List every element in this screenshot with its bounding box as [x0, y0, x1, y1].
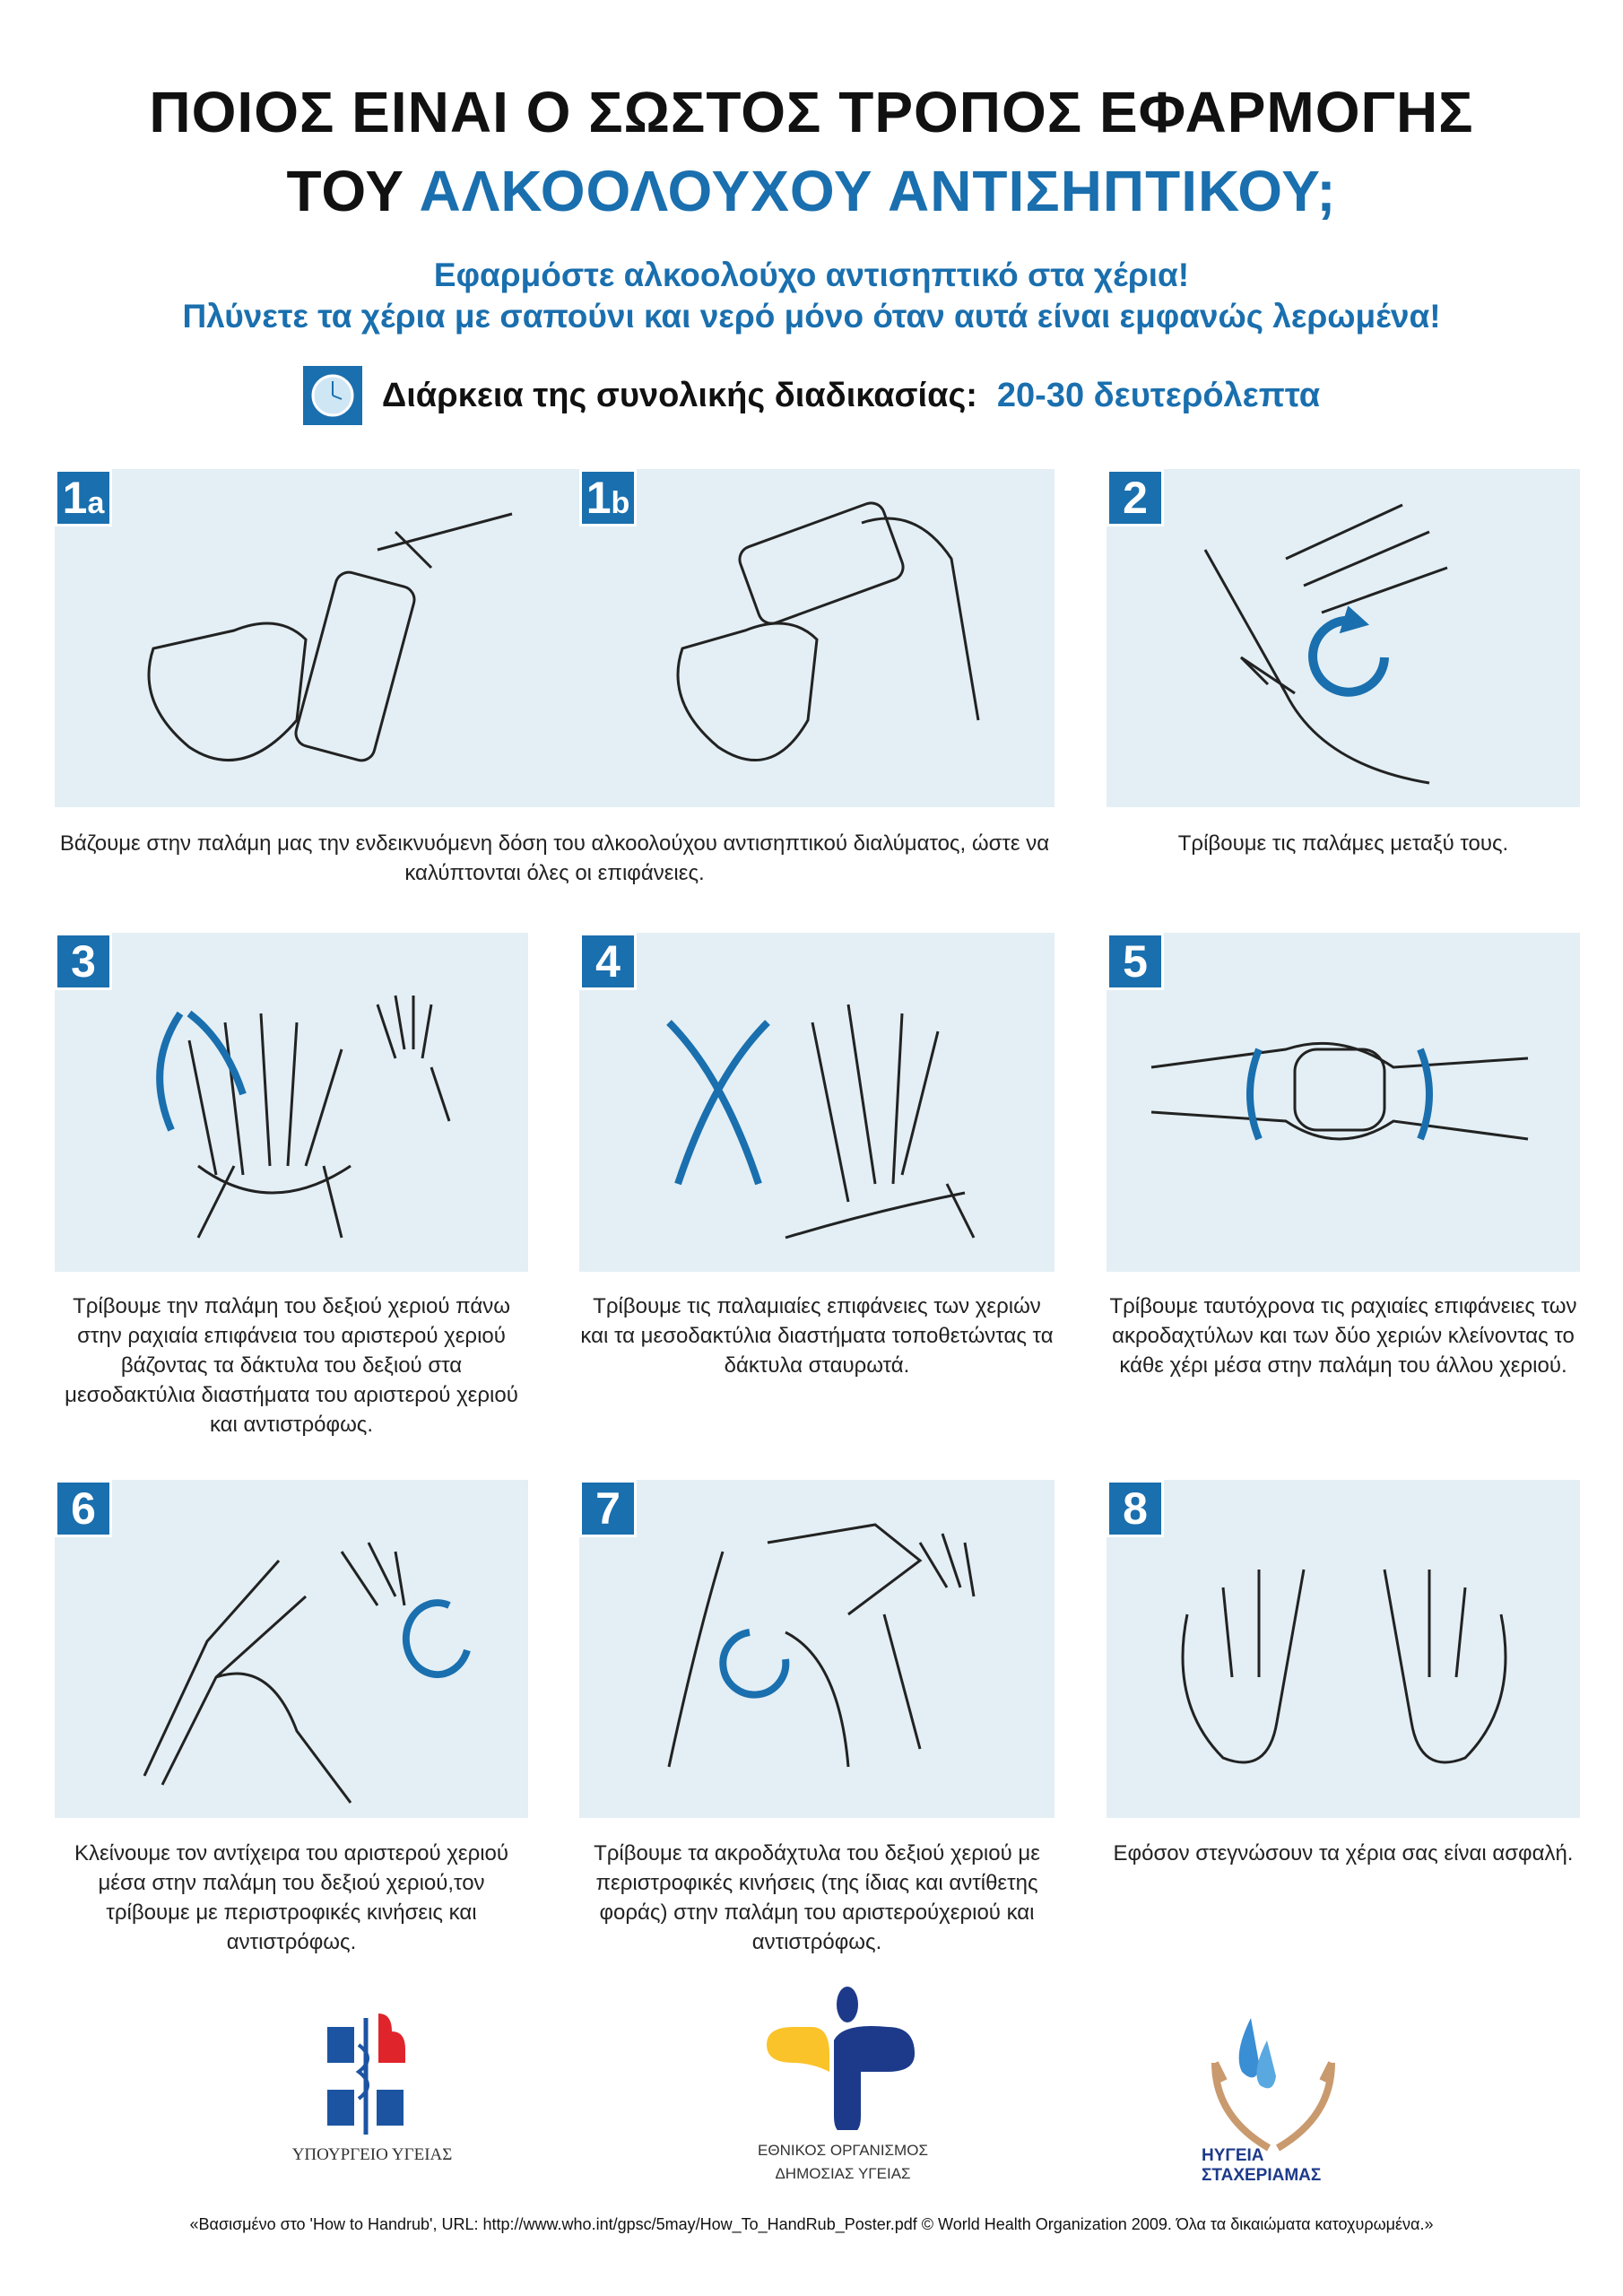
step-1-caption: Βάζουμε στην παλάμη μας την ενδεικνυόμεν… — [59, 831, 1050, 885]
step-4-illustration — [666, 1004, 976, 1239]
footer-attribution: «Βασισμένο στο 'How to Handrub', URL: ht… — [189, 2215, 1434, 2233]
duration-row: Διάρκεια της συνολικής διαδικασίας: 20-30… — [0, 366, 1623, 425]
ministry-of-health-logo — [327, 2013, 405, 2135]
step-2-caption: Τρίβουμε τις παλάμες μεταξύ τους. — [1177, 831, 1509, 856]
title-line-1: ΠΟΙΟΣ ΕΙΝΑΙ Ο ΣΩΣΤΟΣ ΤΡΟΠΟΣ ΕΦΑΡΜΟΓΗΣ — [149, 80, 1474, 144]
step-badge-2: 2 — [1107, 469, 1164, 526]
step-2-illustration — [1203, 503, 1448, 785]
hygiene-hands-logo — [1211, 2018, 1335, 2152]
title-prefix: ΤΟΥ — [286, 159, 420, 223]
step-badge-3: 3 — [55, 933, 112, 990]
duration-value: 20-30 δευτερόλεπτα — [996, 376, 1321, 414]
step-2-panel: 2 — [1107, 469, 1580, 807]
eody-logo — [767, 1987, 915, 2130]
title-line-2: ΤΟΥ ΑΛΚΟΟΛΟΥΧΟΥ ΑΝΤΙΣΗΠΤΙΚΟΥ; — [0, 158, 1623, 224]
title-highlight: ΑΛΚΟΟΛΟΥΧΟΥ ΑΝΤΙΣΗΠΤΙΚΟΥ; — [419, 159, 1337, 223]
step-7-caption: Τρίβουμε τα ακροδάχτυλα του δεξιού χεριο… — [594, 1841, 1040, 1954]
step-8-panel: 8 — [1107, 1480, 1580, 1818]
step-badge-5: 5 — [1107, 933, 1164, 990]
ministry-logo-text: ΥΠΟΥΡΓΕΙΟ ΥΓΕΙΑΣ — [291, 2145, 453, 2164]
subtitle-2: Πλύνετε τα χέρια με σαπούνι και νερό μόν… — [182, 298, 1441, 335]
step-5-caption: Τρίβουμε ταυτόχρονα τις ραχιαίες επιφάνε… — [1109, 1294, 1577, 1378]
step-8-illustration — [1181, 1569, 1507, 1764]
subtitle-1: Εφαρμόστε αλκοολούχο αντισηπτικό στα χέρ… — [433, 257, 1190, 293]
step-badge-8: 8 — [1107, 1480, 1164, 1537]
step-5-panel: 5 — [1107, 933, 1580, 1272]
step-badge-6: 6 — [55, 1480, 112, 1537]
step-6-panel: 6 — [55, 1480, 528, 1818]
step-4-caption: Τρίβουμε τις παλαμιαίες επιφάνειες των χ… — [580, 1294, 1054, 1378]
step-3-panel: 3 — [55, 933, 528, 1272]
step-7-panel: 7 — [579, 1480, 1055, 1818]
step-6-illustration — [143, 1542, 471, 1804]
step-6-caption: Κλείνουμε τον αντίχειρα του αριστερού χε… — [74, 1841, 509, 1954]
step-7-illustration — [667, 1523, 976, 1768]
step-3-illustration — [156, 995, 451, 1239]
step-badge-7: 7 — [579, 1480, 637, 1537]
duration-label: Διάρκεια της συνολικής διαδικασίας: — [381, 376, 977, 414]
step-5-illustration — [1150, 1041, 1529, 1141]
step-8-caption: Εφόσον στεγνώσουν τα χέρια σας είναι ασφ… — [1113, 1841, 1574, 1866]
step-4-panel: 4 — [579, 933, 1055, 1272]
step-1-illustration — [147, 501, 980, 762]
step-3-caption: Τρίβουμε την παλάμη του δεξιού χεριού πά… — [65, 1294, 518, 1437]
step-badge-4: 4 — [579, 933, 637, 990]
clock-icon — [302, 366, 362, 425]
